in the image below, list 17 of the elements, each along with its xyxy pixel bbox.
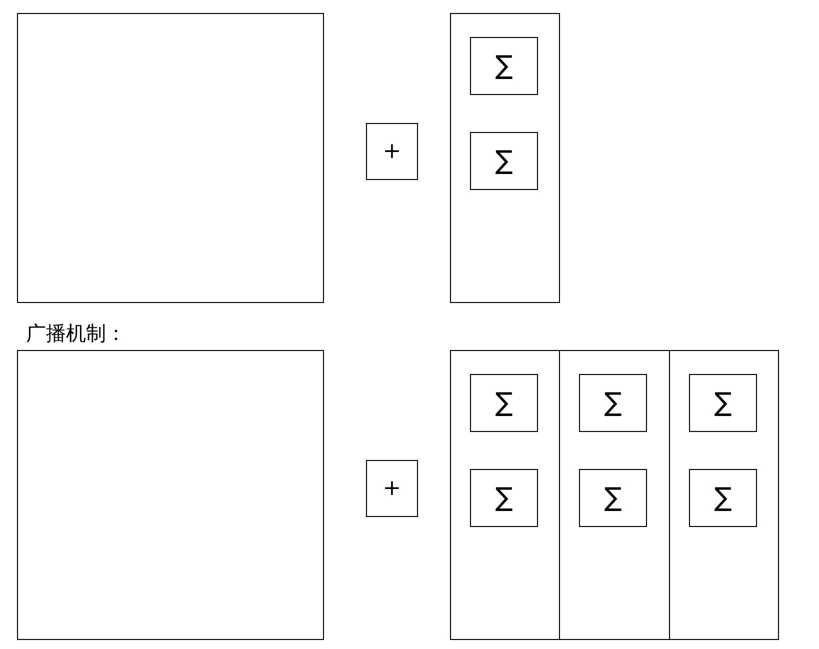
caption-text: 广播机制： (26, 320, 126, 347)
sigma-box: ∑ (470, 374, 538, 432)
sigma-box: ∑ (470, 37, 538, 95)
square-box (17, 350, 324, 640)
plus-box: + (366, 460, 418, 517)
sigma-box: ∑ (579, 469, 647, 527)
sigma-box: ∑ (579, 374, 647, 432)
column-box (559, 350, 670, 640)
column-box (450, 350, 560, 640)
column-box (669, 350, 779, 640)
column-box (450, 13, 560, 303)
sigma-box: ∑ (689, 374, 757, 432)
sigma-box: ∑ (470, 132, 538, 190)
sigma-box: ∑ (689, 469, 757, 527)
sigma-box: ∑ (470, 469, 538, 527)
square-box (17, 13, 324, 303)
plus-box: + (366, 123, 418, 180)
